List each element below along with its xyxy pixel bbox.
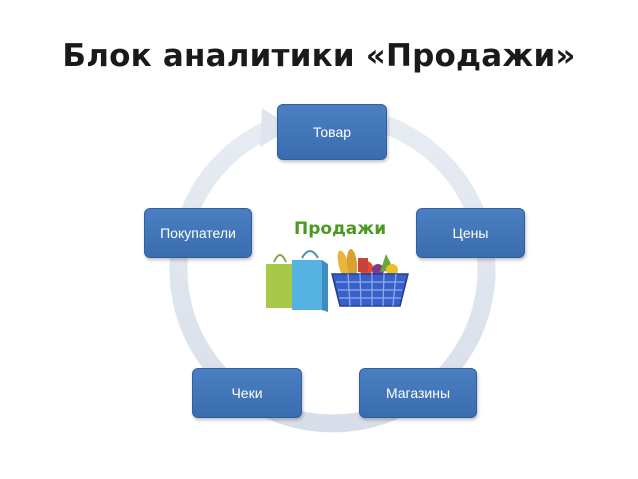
grocery-basket-icon: [331, 249, 409, 307]
node-pokupateli: Покупатели: [144, 208, 252, 258]
center-label: Продажи: [294, 219, 387, 239]
node-magaziny: Магазины: [359, 368, 477, 418]
node-ceny: Цены: [416, 208, 525, 258]
page-title: Блок аналитики «Продажи»: [62, 38, 576, 74]
shopping-bags-icon: [266, 250, 328, 312]
node-tovar: Товар: [277, 104, 387, 160]
node-cheki: Чеки: [192, 368, 302, 418]
ring-arrowhead: [260, 108, 292, 147]
